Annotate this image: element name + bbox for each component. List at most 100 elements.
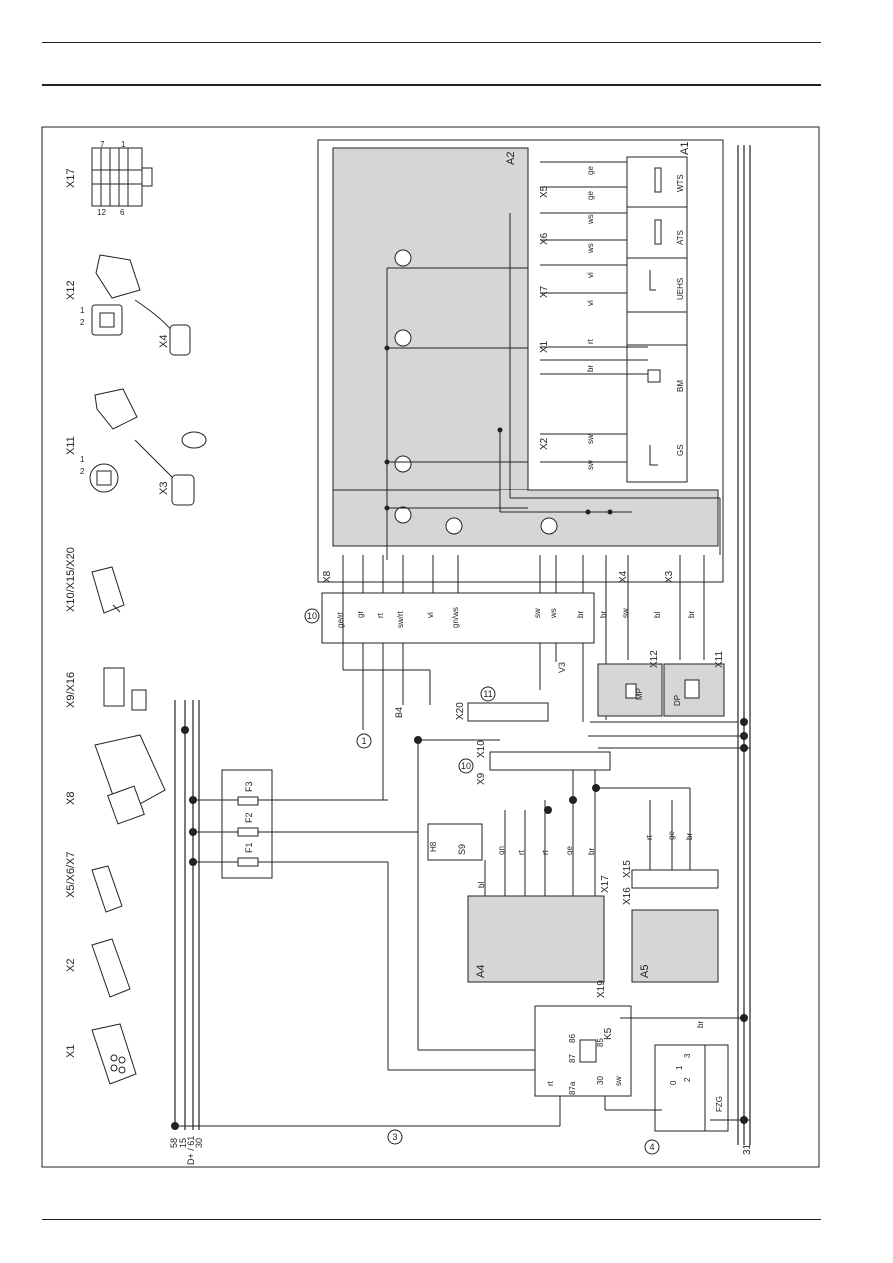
x20-label: X20 bbox=[455, 702, 466, 720]
wire-ws-2: ws bbox=[586, 243, 595, 254]
bottom-rule bbox=[42, 1219, 821, 1220]
a4-label: A4 bbox=[475, 965, 487, 978]
switch-pos-2: 2 bbox=[683, 1077, 692, 1082]
x11-pin-1: 1 bbox=[80, 455, 85, 464]
terminal-15: 15 bbox=[178, 1138, 188, 1148]
ground-bus bbox=[737, 145, 751, 1145]
uehs-label: UEHS bbox=[676, 278, 685, 300]
x11-label: X11 bbox=[714, 651, 725, 668]
x11-pin-2: 2 bbox=[80, 467, 85, 476]
sensor-block-a1 bbox=[626, 156, 688, 483]
wire-rt-a4b: rt bbox=[541, 849, 550, 855]
wire-vi-harness: vi bbox=[426, 612, 435, 618]
s9-h8-switch bbox=[427, 823, 483, 861]
plug-x5: X5 bbox=[539, 185, 550, 198]
a4-wires bbox=[417, 739, 691, 1051]
fuse-f2: F2 bbox=[244, 812, 254, 823]
x15-connector bbox=[631, 869, 719, 889]
mp-label: MP bbox=[635, 688, 644, 700]
callout-circles bbox=[304, 608, 660, 1155]
fuse-f1: F1 bbox=[244, 842, 254, 853]
plug-x4: X4 bbox=[618, 570, 629, 583]
wts-label: WTS bbox=[676, 174, 685, 192]
wire-rt-relay: rt bbox=[546, 1080, 555, 1086]
x2-connector-icon bbox=[91, 938, 131, 998]
switch-pos-3: 3 bbox=[683, 1053, 692, 1058]
x17-pin-6: 6 bbox=[120, 208, 125, 217]
terminal-31: 31 bbox=[742, 1143, 753, 1155]
wire-gr: gr bbox=[356, 611, 365, 618]
harness-block bbox=[321, 592, 595, 644]
connector-views: X17 X12 X11 X10/X15/X20 X9/X16 X8 X5/X6/… bbox=[65, 140, 207, 1085]
label-x1: X1 bbox=[65, 1045, 77, 1058]
callout-4: 4 bbox=[649, 1142, 654, 1152]
wire-br-relay: br bbox=[696, 1021, 705, 1028]
x11-dp-sensor bbox=[663, 663, 725, 717]
wire-sw-x4: sw bbox=[621, 608, 630, 618]
x16-label: X16 bbox=[622, 887, 633, 905]
x1-connector-icon bbox=[91, 1023, 137, 1085]
wire-rt-a4a: rt bbox=[517, 849, 526, 855]
x5-connector-icon bbox=[91, 865, 123, 913]
label-x10-x15-x20: X10/X15/X20 bbox=[65, 547, 77, 612]
junction-dots bbox=[171, 345, 748, 1130]
plug-x8: X8 bbox=[322, 570, 333, 583]
wire-sw-gs1: sw bbox=[586, 434, 595, 444]
callout-3: 3 bbox=[392, 1132, 397, 1142]
dp-label: DP bbox=[673, 695, 682, 706]
x17-pin-7: 7 bbox=[100, 140, 105, 149]
callout-1: 1 bbox=[361, 736, 366, 746]
label-x9-x16: X9/X16 bbox=[65, 672, 77, 708]
relay-86: 86 bbox=[568, 1034, 577, 1043]
relay-87a: 87a bbox=[568, 1081, 577, 1095]
wire-bl-x3: bl bbox=[653, 612, 662, 618]
x9-x10-connector bbox=[489, 751, 611, 771]
relay-30: 30 bbox=[596, 1076, 605, 1085]
terminal-30: 30 bbox=[194, 1138, 204, 1148]
label-x12: X12 bbox=[65, 280, 77, 300]
label-x2: X2 bbox=[65, 959, 77, 972]
wire-br-harness: br bbox=[576, 611, 585, 618]
gs-label: GS bbox=[676, 444, 685, 456]
a1-label: A1 bbox=[679, 142, 691, 155]
v3-label: V3 bbox=[557, 662, 567, 673]
wire-sw-gs2: sw bbox=[586, 460, 595, 470]
wire-rt-bm: rt bbox=[586, 338, 595, 344]
fuse-holder bbox=[221, 769, 273, 879]
wire-br-a4: br bbox=[587, 848, 596, 855]
wire-vi-1: vi bbox=[586, 272, 595, 278]
wire-rt-a5: rt bbox=[645, 834, 654, 840]
wire-gn-ws: gn/ws bbox=[451, 607, 460, 628]
label-x8: X8 bbox=[65, 792, 77, 805]
module-a5 bbox=[631, 909, 719, 983]
transistor-icons bbox=[394, 249, 558, 535]
label-x4-sub: X4 bbox=[158, 335, 170, 348]
a2-label: A2 bbox=[505, 152, 517, 165]
top-rule-thick bbox=[42, 84, 821, 86]
x17-pin-12: 12 bbox=[97, 208, 106, 217]
x17-pin-1: 1 bbox=[121, 140, 126, 149]
x17-label: X17 bbox=[600, 875, 611, 893]
module-a4 bbox=[467, 895, 605, 983]
x20-connector bbox=[467, 702, 549, 722]
x10-connector-icon bbox=[91, 566, 125, 614]
s9-label: S9 bbox=[457, 844, 467, 855]
wire-ws-1: ws bbox=[586, 214, 595, 225]
wire-sw-relay: sw bbox=[614, 1076, 623, 1086]
wire-ge-a5: ge bbox=[667, 831, 676, 840]
callout-6: 10 bbox=[307, 611, 317, 621]
k5-label: K5 bbox=[603, 1027, 614, 1040]
wire-sw-rt: sw/rt bbox=[396, 610, 405, 628]
wire-br-x4: br bbox=[599, 611, 608, 618]
switch-pos-0: 0 bbox=[669, 1080, 678, 1085]
plug-x3: X3 bbox=[664, 570, 675, 583]
plug-x7: X7 bbox=[539, 285, 550, 298]
terminal-58: 58 bbox=[169, 1138, 179, 1148]
label-x3-sub: X3 bbox=[158, 482, 170, 495]
callout-10: 10 bbox=[461, 761, 471, 771]
fuse-wires bbox=[175, 799, 560, 1127]
plug-x6: X6 bbox=[539, 232, 550, 245]
power-bus bbox=[174, 700, 200, 1130]
x9-connector-icon bbox=[103, 667, 147, 711]
